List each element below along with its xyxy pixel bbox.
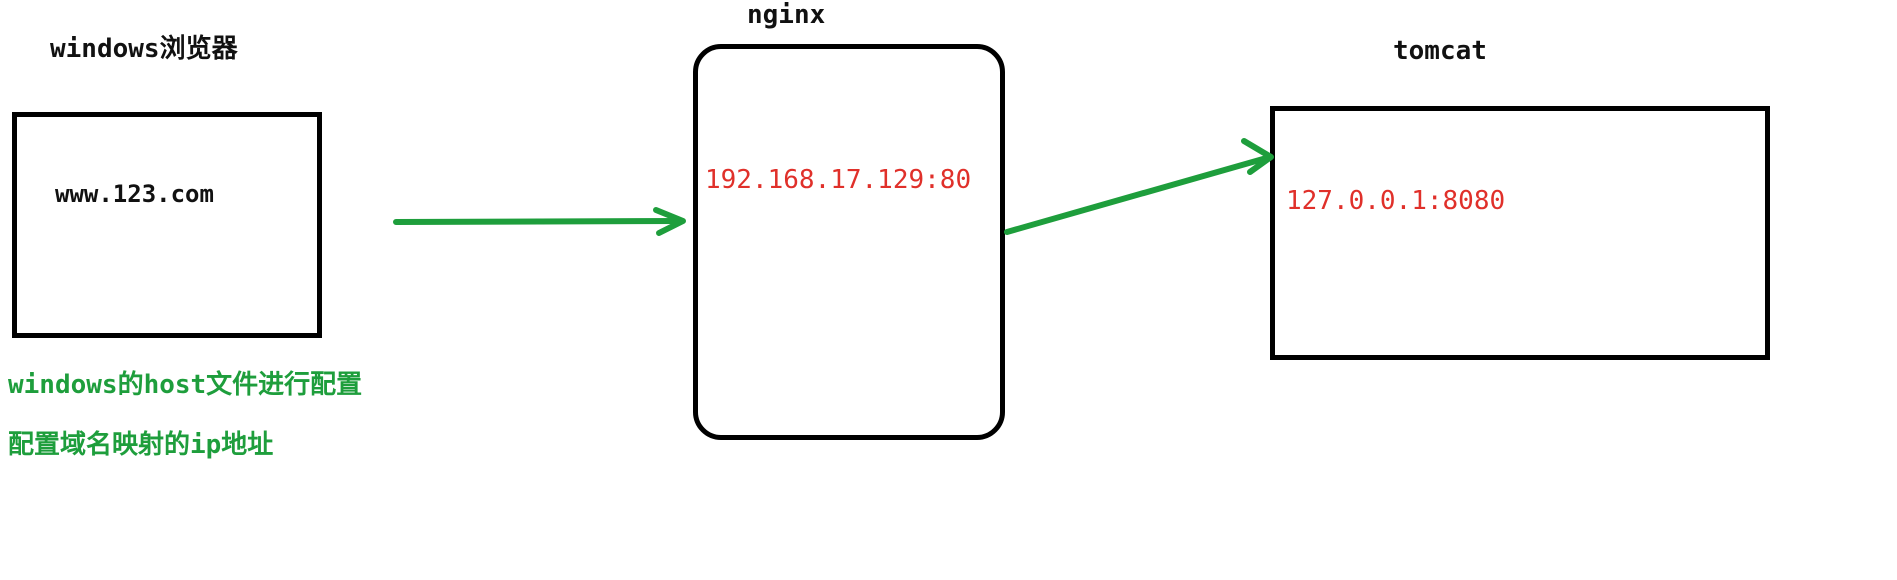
hosts-config-note: windows的host文件进行配置	[8, 370, 363, 400]
domain-mapping-note: 配置域名映射的ip地址	[8, 430, 274, 460]
nginx-title: nginx	[747, 0, 826, 30]
nginx-address-text: 192.168.17.129:80	[705, 165, 972, 195]
browser-title: windows浏览器	[50, 34, 238, 64]
browser-box	[12, 112, 322, 338]
nginx-to-tomcat-arrow	[1004, 138, 1274, 235]
tomcat-title: tomcat	[1393, 36, 1487, 66]
browser-domain-text: www.123.com	[55, 180, 214, 208]
tomcat-box	[1270, 106, 1770, 360]
tomcat-address-text: 127.0.0.1:8080	[1286, 186, 1506, 216]
nginx-box	[693, 44, 1005, 440]
browser-to-nginx-arrow	[393, 207, 686, 236]
